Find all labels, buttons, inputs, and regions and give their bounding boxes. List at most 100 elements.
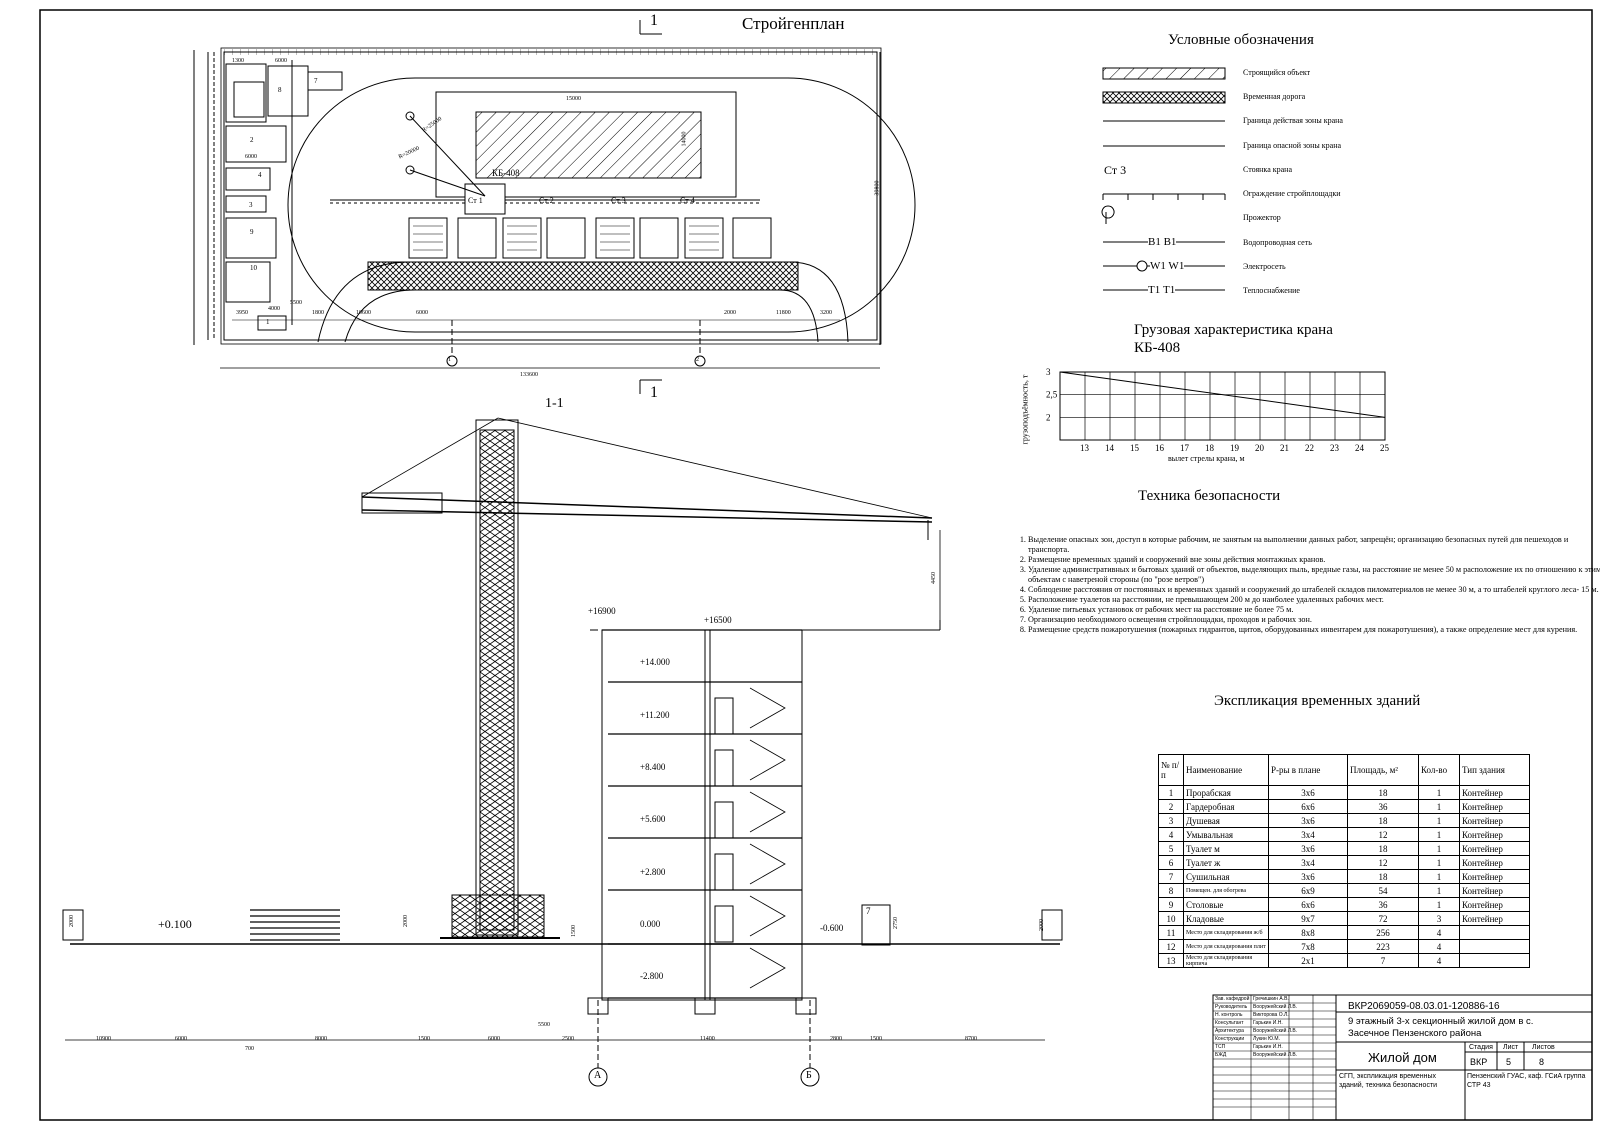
table-cell: Столовые [1183,897,1269,912]
title-block: ВКР2069059-08.03.01-120886-16 9 этажный … [1242,1001,1588,1119]
table-cell: 3х6 [1268,841,1348,856]
site-fence [223,51,878,341]
object-name: Жилой дом [1368,1050,1437,1065]
plan-dim-b2: 10600 [356,310,371,316]
table-cell: 6х6 [1268,799,1348,814]
dim-700: 700 [245,1046,254,1052]
table-cell: 72 [1347,911,1419,926]
role-label: Конструкции [1215,1036,1245,1042]
role-label: БЖД [1215,1052,1227,1058]
overall-width: 39800 [874,180,881,196]
explication-title: Экспликация временных зданий [1214,693,1421,709]
table-cell: 18 [1347,785,1419,800]
table-cell: 2х1 [1268,953,1348,968]
plan-dim-b3: 6000 [416,310,428,316]
elev-minus-0600: -0.600 [820,923,844,933]
table-cell: 3х4 [1268,827,1348,842]
section-1-1 [62,417,1063,1087]
plan-dim-t3: 6000 [275,58,287,64]
x-tick-label: 19 [1230,443,1240,453]
table-cell: Сушильная [1183,869,1269,884]
plan-misc-dim-2: 5500 [290,300,302,306]
elev-16500: +16500 [704,615,732,625]
sec-dim-4: 6000 [488,1036,500,1042]
stage-header: Стадия [1469,1044,1493,1051]
sec-height-3: 2750 [893,917,899,929]
table-cell: 3х6 [1268,785,1348,800]
legend-item-1: Временная дорога [1243,92,1306,101]
role-label: Консультант [1215,1020,1244,1026]
safety-list: Выделение опасных зон, доступ в которые … [1006,535,1600,635]
table-cell: 7 [1158,869,1184,884]
stage-value: ВКР [1470,1057,1488,1067]
table-cell: 18 [1347,841,1419,856]
table-cell: Прорабская [1183,785,1269,800]
table-cell: 54 [1347,883,1419,898]
safety-item: Организацию необходимого освещения строй… [1028,615,1600,625]
table-cell: 36 [1347,799,1419,814]
table-cell: Кладовые [1183,911,1269,926]
plan-misc-dim-1: 15000 [566,96,581,102]
plan-dim-b9: 3200 [820,310,832,316]
table-cell: 4 [1418,925,1460,940]
table-cell [1459,925,1530,940]
table-cell: 10 [1158,911,1184,926]
table-cell: 256 [1347,925,1419,940]
role-name: Викторова О.Л. [1253,1012,1289,1018]
table-cell: 7х8 [1268,939,1348,954]
safety-item: Удаление питьевых установок от рабочих м… [1028,605,1600,615]
crane-jib [361,496,933,519]
site-plan-title: Стройгенплан [742,14,845,33]
exp-header-count: Кол-во [1418,754,1460,786]
crane-stop-4: Ст 4 [680,196,695,205]
table-cell: Контейнер [1459,813,1530,828]
legend-crosshatch [1102,91,1226,104]
svg-text:1: 1 [266,318,270,326]
crane-plan [464,183,506,215]
axis-b-label: Б [806,1070,812,1081]
exp-header-num: № п/п [1158,754,1184,786]
crane-chart-xlabel: вылет стрелы крана, м [1168,454,1245,463]
table-cell: Контейнер [1459,785,1530,800]
table-cell: Умывальная [1183,827,1269,842]
table-cell: 12 [1347,827,1419,842]
sec-dim-9: 8700 [965,1036,977,1042]
svg-text:3: 3 [249,201,253,209]
legend-item-8: Электросеть [1243,262,1286,271]
project-name: 9 этажный 3-х секционный жилой дом в с. … [1348,1016,1534,1039]
exp-header-area: Площадь, м² [1347,754,1419,786]
role-label: Архитектура [1215,1028,1244,1034]
role-name: Гречишкин А.В. [1253,996,1289,1002]
table-cell: 8х8 [1268,925,1348,940]
x-tick-label: 16 [1155,443,1165,453]
safety-item: Выделение опасных зон, доступ в которые … [1028,535,1600,555]
elev-11200: +11.200 [640,710,670,720]
table-cell: 223 [1347,939,1419,954]
x-tick-label: 13 [1080,443,1090,453]
building-7-label: 7 [866,906,871,916]
sec-dim-8: 1500 [870,1036,882,1042]
table-cell [1459,953,1530,968]
building-outline [435,91,737,198]
table-cell: 6х9 [1268,883,1348,898]
sheet-frame [39,9,1593,1121]
sec-dim-2: 8000 [315,1036,327,1042]
table-cell: 3х6 [1268,869,1348,884]
sheet-description: СГП, экспликация временных зданий, техни… [1339,1073,1438,1089]
table-cell: 13 [1158,953,1184,968]
table-cell: 4 [1418,953,1460,968]
table-cell: Контейнер [1459,799,1530,814]
sec-height-4: 2000 [1039,919,1045,931]
table-cell: 3х6 [1268,813,1348,828]
section-mark-top: 1 [650,12,658,29]
crane-chart-ylabel: грузоподъёмность, т [1020,374,1030,445]
table-cell: 18 [1347,813,1419,828]
